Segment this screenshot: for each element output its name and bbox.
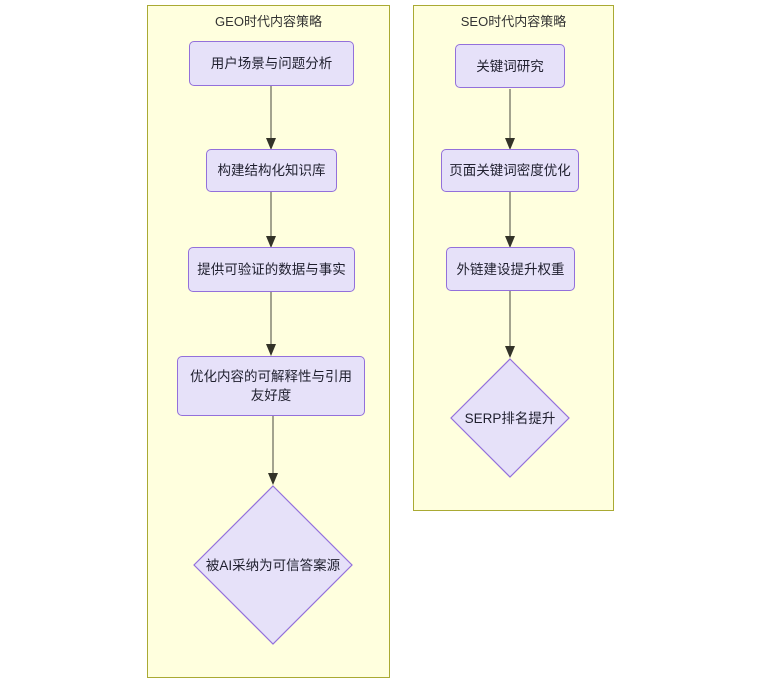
node-seo-3[interactable]: 外链建设提升权重 — [446, 247, 575, 291]
subgraph-seo-title: SEO时代内容策略 — [460, 14, 567, 29]
node-seo-1-label: 关键词研究 — [476, 58, 544, 74]
diamond-shape-seo-4 — [450, 358, 570, 478]
node-geo-1[interactable]: 用户场景与问题分析 — [189, 41, 354, 86]
node-geo-5-label: 被AI采纳为可信答案源 — [205, 557, 341, 573]
node-geo-2[interactable]: 构建结构化知识库 — [206, 149, 337, 192]
node-geo-3[interactable]: 提供可验证的数据与事实 — [188, 247, 355, 292]
node-seo-4-label: SERP排名提升 — [464, 410, 556, 426]
node-seo-4[interactable]: SERP排名提升 — [450, 358, 570, 478]
node-geo-1-label: 用户场景与问题分析 — [210, 56, 333, 71]
node-geo-2-label: 构建结构化知识库 — [217, 163, 326, 178]
node-geo-4-label-line1: 优化内容的可解释性与引用 — [190, 369, 352, 384]
node-seo-1[interactable]: 关键词研究 — [455, 44, 565, 88]
node-geo-5[interactable]: 被AI采纳为可信答案源 — [193, 485, 353, 645]
diamond-shape-geo-5 — [193, 485, 353, 645]
node-seo-2[interactable]: 页面关键词密度优化 — [441, 149, 579, 192]
node-geo-4-label-line2: 友好度 — [250, 388, 292, 403]
node-geo-3-label: 提供可验证的数据与事实 — [197, 262, 346, 277]
node-seo-2-label: 页面关键词密度优化 — [449, 163, 571, 178]
node-seo-3-label: 外链建设提升权重 — [456, 261, 565, 277]
node-geo-4[interactable]: 优化内容的可解释性与引用 友好度 — [177, 356, 365, 416]
subgraph-geo-title: GEO时代内容策略 — [215, 14, 322, 29]
